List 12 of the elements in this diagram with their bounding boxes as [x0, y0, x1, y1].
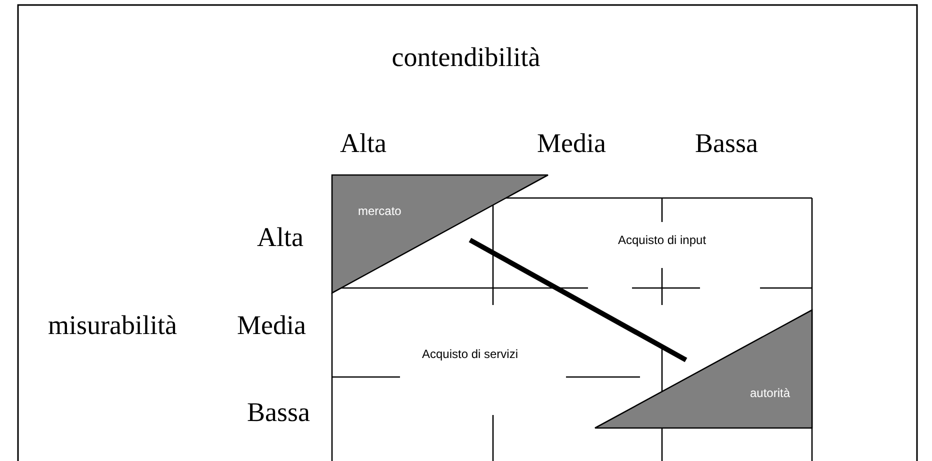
region-label: mercato	[358, 204, 402, 219]
cell-label: Acquisto di input	[616, 233, 708, 248]
axis-title: contendibilità	[390, 42, 542, 73]
row-header: Bassa	[247, 397, 310, 428]
axis-title: misurabilità	[48, 310, 177, 341]
column-header: Alta	[340, 128, 386, 159]
region-label: autorità	[750, 386, 790, 401]
column-header: Media	[537, 128, 606, 159]
row-header: Media	[237, 310, 306, 341]
cell-label: Acquisto di servizi	[420, 347, 520, 362]
row-header: Alta	[257, 222, 304, 253]
column-header: Bassa	[695, 128, 758, 159]
